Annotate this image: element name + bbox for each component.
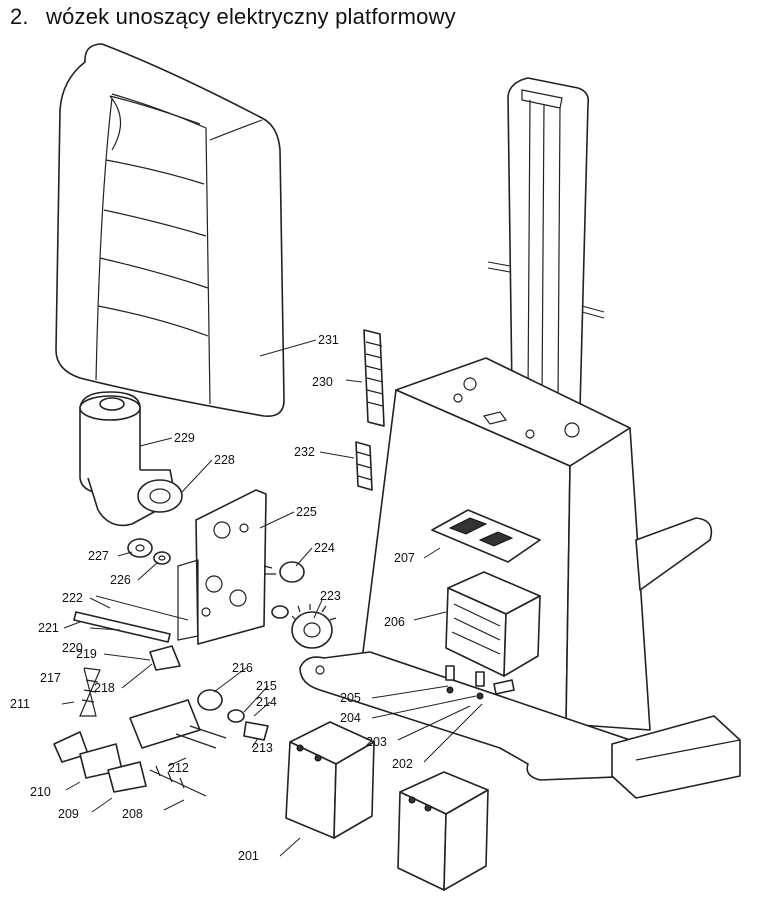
label-224: 224 (314, 541, 335, 555)
label-213: 213 (252, 741, 273, 755)
label-220: 220 (62, 641, 83, 655)
part-230-bracket (363, 329, 385, 427)
label-201: 201 (238, 849, 259, 863)
label-203: 203 (366, 735, 387, 749)
label-211: 211 (10, 697, 30, 711)
section-title: wózek unoszący elektryczny platformowy (46, 4, 456, 29)
parts-218-222-shaft-assembly (73, 595, 189, 717)
mast-column (487, 77, 605, 409)
label-217: 217 (40, 671, 61, 685)
label-222: 222 (62, 591, 83, 605)
part-201-battery (285, 721, 375, 839)
label-227: 227 (88, 549, 109, 563)
part-number-labels: 231 230 232 229 228 225 224 223 227 226 … (10, 333, 415, 863)
base-and-forks (299, 517, 741, 799)
label-219: 219 (76, 647, 97, 661)
part-battery-second (397, 771, 489, 891)
label-214: 214 (256, 695, 277, 709)
label-218: 218 (94, 681, 115, 695)
label-210: 210 (30, 785, 51, 799)
label-204: 204 (340, 711, 361, 725)
label-207: 207 (394, 551, 415, 565)
label-212: 212 (168, 761, 189, 775)
part-231-backrest-cover (55, 43, 285, 417)
label-208: 208 (122, 807, 143, 821)
part-207-circuit-board (431, 509, 541, 563)
parts-226-227-washers (127, 538, 171, 565)
leader-lines (61, 339, 483, 857)
label-223: 223 (320, 589, 341, 603)
label-231: 231 (318, 333, 339, 347)
part-232-clip (355, 441, 373, 491)
label-202: 202 (392, 757, 413, 771)
label-216: 216 (232, 661, 253, 675)
page-header: 2. wózek unoszący elektryczny platformowy (10, 4, 456, 30)
label-226: 226 (110, 573, 131, 587)
part-229-motor (79, 391, 183, 527)
label-205: 205 (340, 691, 361, 705)
label-221: 221 (38, 621, 59, 635)
section-number: 2. (10, 4, 29, 29)
label-232: 232 (294, 445, 315, 459)
part-206-transformer (445, 571, 541, 677)
label-225: 225 (296, 505, 317, 519)
parts-208-210-bottom-pieces (53, 731, 207, 797)
parts-213-216-linkage (129, 689, 269, 749)
label-209: 209 (58, 807, 79, 821)
label-206: 206 (384, 615, 405, 629)
label-230: 230 (312, 375, 333, 389)
label-228: 228 (214, 453, 235, 467)
label-215: 215 (256, 679, 277, 693)
label-229: 229 (174, 431, 195, 445)
parts-223-224-gears (263, 561, 337, 649)
parts-202-205-connectors (445, 665, 515, 700)
part-225-frame-plate (177, 489, 267, 645)
